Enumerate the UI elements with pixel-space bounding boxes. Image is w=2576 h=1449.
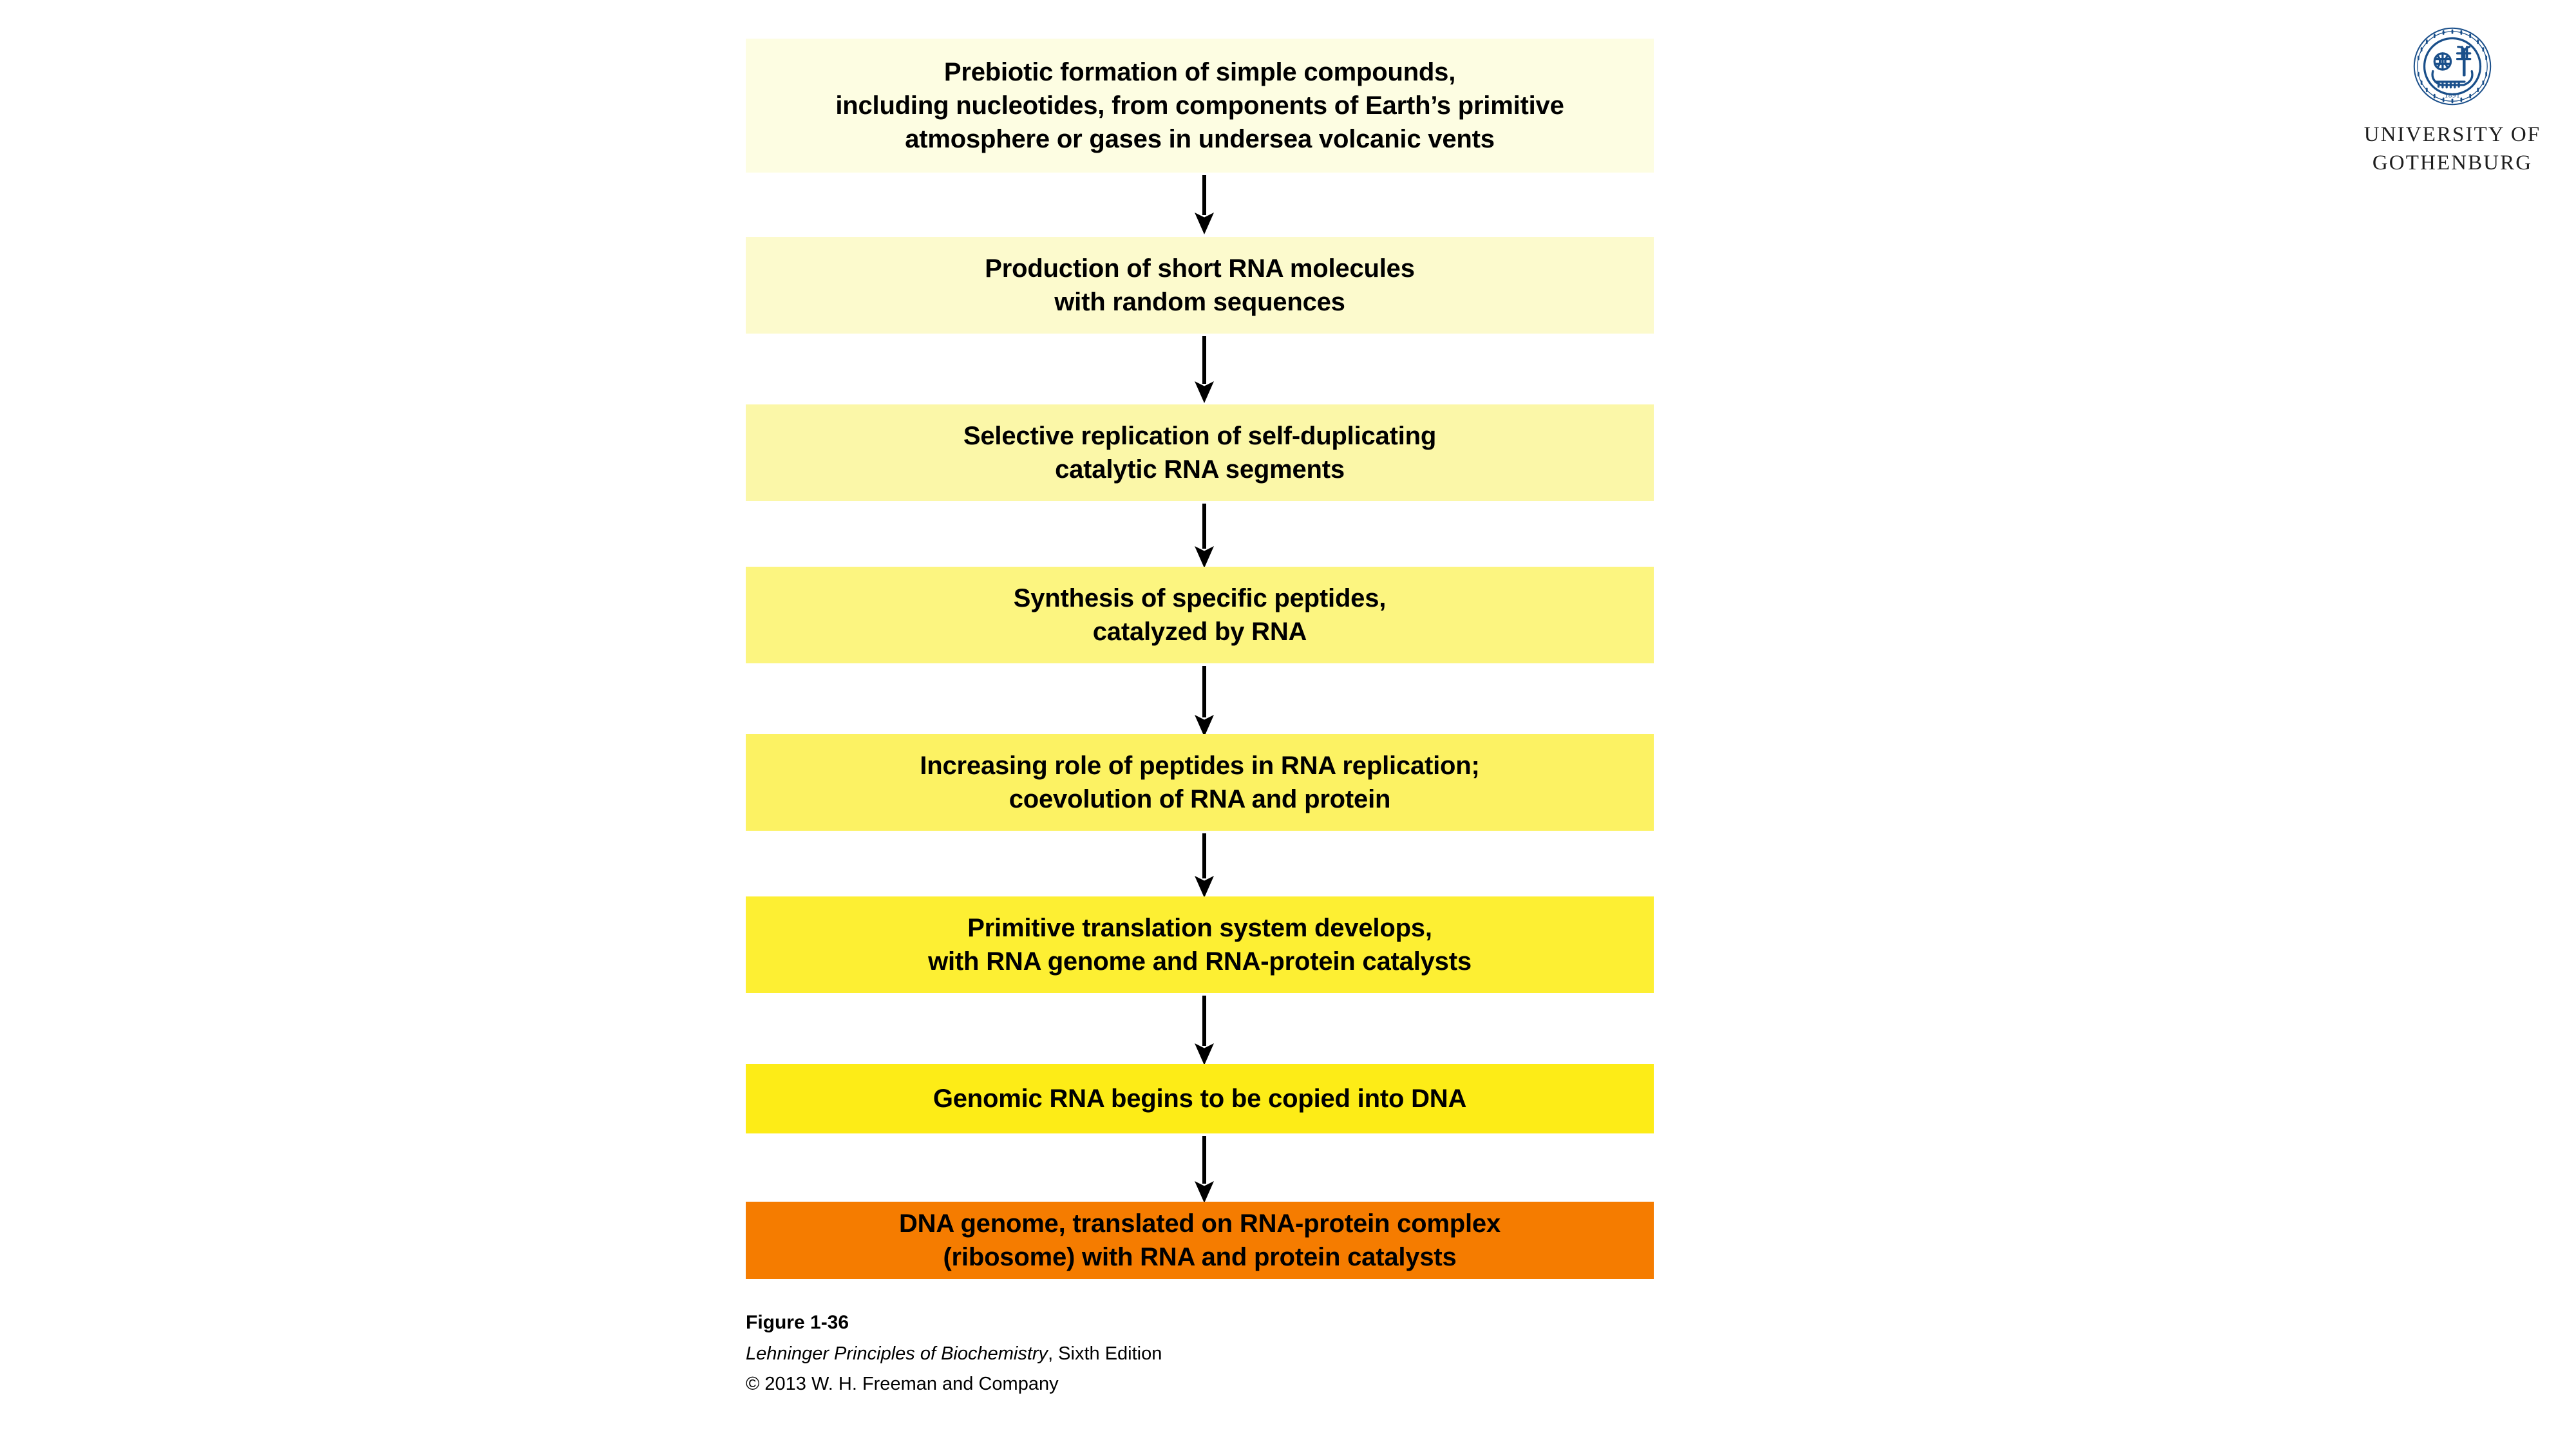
- flow-arrow-1: [1195, 175, 1214, 234]
- flow-arrow-6: [1195, 996, 1214, 1065]
- flow-box-label: Prebiotic formation of simple compounds,…: [835, 58, 1564, 153]
- arrow-head-icon: [1195, 213, 1214, 234]
- arrow-head-icon: [1195, 381, 1214, 403]
- caption-source-edition: , Sixth Edition: [1048, 1343, 1162, 1364]
- flow-arrow-7: [1195, 1136, 1214, 1203]
- university-logo: 1891 UNIVERSITY OF GOTHENBURG: [2349, 26, 2555, 177]
- caption-source-title: Lehninger Principles of Biochemistry: [746, 1343, 1048, 1364]
- flow-arrow-5: [1195, 833, 1214, 898]
- arrow-stem: [1202, 1136, 1206, 1184]
- flow-box-label: Synthesis of specific peptides, catalyze…: [1013, 584, 1387, 646]
- flow-box-prebiotic-formation: Prebiotic formation of simple compounds,…: [746, 39, 1654, 173]
- university-seal-icon: 1891: [2413, 27, 2492, 106]
- flow-box-short-rna-production: Production of short RNA molecules with r…: [746, 237, 1654, 334]
- flow-box-label: Primitive translation system develops, w…: [928, 914, 1472, 976]
- arrow-stem: [1202, 833, 1206, 878]
- figure-caption: Figure 1-36 Lehninger Principles of Bioc…: [746, 1307, 1162, 1399]
- flow-box-peptide-synthesis: Synthesis of specific peptides, catalyze…: [746, 567, 1654, 663]
- flow-box-label: Increasing role of peptides in RNA repli…: [920, 752, 1480, 813]
- arrow-stem: [1202, 336, 1206, 384]
- flow-box-label: Selective replication of self-duplicatin…: [963, 422, 1437, 484]
- caption-source: Lehninger Principles of Biochemistry, Si…: [746, 1339, 1162, 1369]
- arrow-stem: [1202, 666, 1206, 717]
- arrow-stem: [1202, 504, 1206, 549]
- arrow-head-icon: [1195, 1043, 1214, 1065]
- flow-arrow-4: [1195, 666, 1214, 737]
- arrow-stem: [1202, 175, 1206, 215]
- flow-arrow-3: [1195, 504, 1214, 568]
- flow-arrow-2: [1195, 336, 1214, 403]
- caption-copyright: © 2013 W. H. Freeman and Company: [746, 1373, 1059, 1394]
- caption-figure-number: Figure 1-36: [746, 1312, 849, 1333]
- arrow-head-icon: [1195, 876, 1214, 898]
- flow-box-dna-genome-ribosome: DNA genome, translated on RNA-protein co…: [746, 1202, 1654, 1279]
- flow-box-selective-replication: Selective replication of self-duplicatin…: [746, 404, 1654, 501]
- flow-box-primitive-translation: Primitive translation system develops, w…: [746, 896, 1654, 993]
- flow-box-label: DNA genome, translated on RNA-protein co…: [898, 1209, 1501, 1271]
- arrow-head-icon: [1195, 715, 1214, 737]
- flow-box-label: Genomic RNA begins to be copied into DNA: [933, 1084, 1467, 1113]
- arrow-head-icon: [1195, 1181, 1214, 1203]
- flow-box-peptide-role-coevolution: Increasing role of peptides in RNA repli…: [746, 734, 1654, 831]
- flow-box-label: Production of short RNA molecules with r…: [985, 254, 1415, 316]
- flowchart: Prebiotic formation of simple compounds,…: [746, 0, 1654, 1449]
- arrow-stem: [1202, 996, 1206, 1046]
- svg-text:1891: 1891: [2445, 92, 2460, 100]
- flow-box-rna-copied-into-dna: Genomic RNA begins to be copied into DNA: [746, 1064, 1654, 1133]
- university-wordmark: UNIVERSITY OF GOTHENBURG: [2363, 123, 2541, 175]
- arrow-head-icon: [1195, 546, 1214, 568]
